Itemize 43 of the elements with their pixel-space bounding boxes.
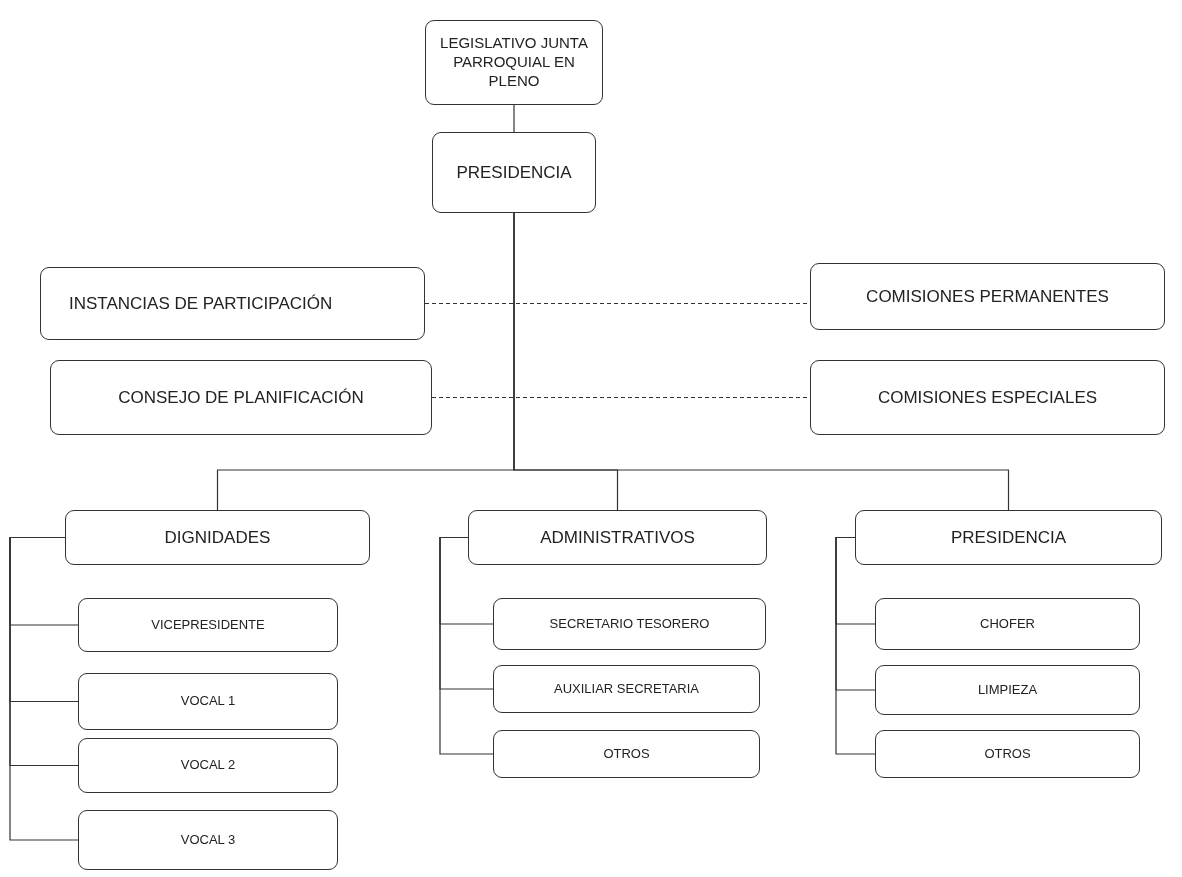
connector-line (9, 536, 79, 841)
org-box (875, 665, 1140, 715)
org-box (468, 510, 767, 565)
box-label: LIMPIEZA (976, 681, 1039, 699)
box-label: PRESIDENCIA (455, 161, 573, 184)
org-box (78, 738, 338, 793)
connector-line (835, 536, 876, 755)
org-box (65, 510, 370, 565)
connector-line (439, 536, 494, 755)
org-box (432, 132, 596, 213)
box-label: SECRETARIO TESORERO (548, 615, 711, 633)
org-box (78, 598, 338, 652)
connector-line (513, 104, 515, 133)
box-label: COMISIONES ESPECIALES (876, 386, 1099, 409)
org-box (425, 20, 603, 105)
box-label: LEGISLATIVO JUNTA PARROQUIAL EN PLENO (439, 34, 589, 91)
org-box (875, 730, 1140, 778)
box-label: ADMINISTRATIVOS (539, 526, 696, 549)
box-label: COMISIONES PERMANENTES (865, 285, 1110, 308)
connector-line (513, 212, 1010, 511)
org-box (810, 360, 1165, 435)
org-box (875, 598, 1140, 650)
org-box (493, 598, 766, 650)
org-box (50, 360, 432, 435)
box-label: OTROS (602, 745, 651, 763)
box-label: CHOFER (979, 615, 1036, 633)
box-label: DIGNIDADES (163, 526, 272, 549)
box-label: VICEPRESIDENTE (150, 616, 266, 634)
box-label: OTROS (983, 745, 1032, 763)
box-label: PRESIDENCIA (949, 526, 1068, 549)
box-label: CONSEJO DE PLANIFICACIÓN (117, 386, 365, 409)
org-box (810, 263, 1165, 330)
org-box (78, 673, 338, 730)
org-box (78, 810, 338, 870)
box-label: VOCAL 3 (179, 831, 237, 849)
org-box (493, 665, 760, 713)
box-label: AUXILIAR SECRETARIA (553, 680, 700, 698)
org-box (40, 267, 425, 340)
box-label: INSTANCIAS DE PARTICIPACIÓN (69, 292, 334, 315)
box-label: VOCAL 2 (179, 757, 237, 774)
box-label: VOCAL 1 (179, 693, 237, 710)
org-box (493, 730, 760, 778)
org-box (855, 510, 1162, 565)
